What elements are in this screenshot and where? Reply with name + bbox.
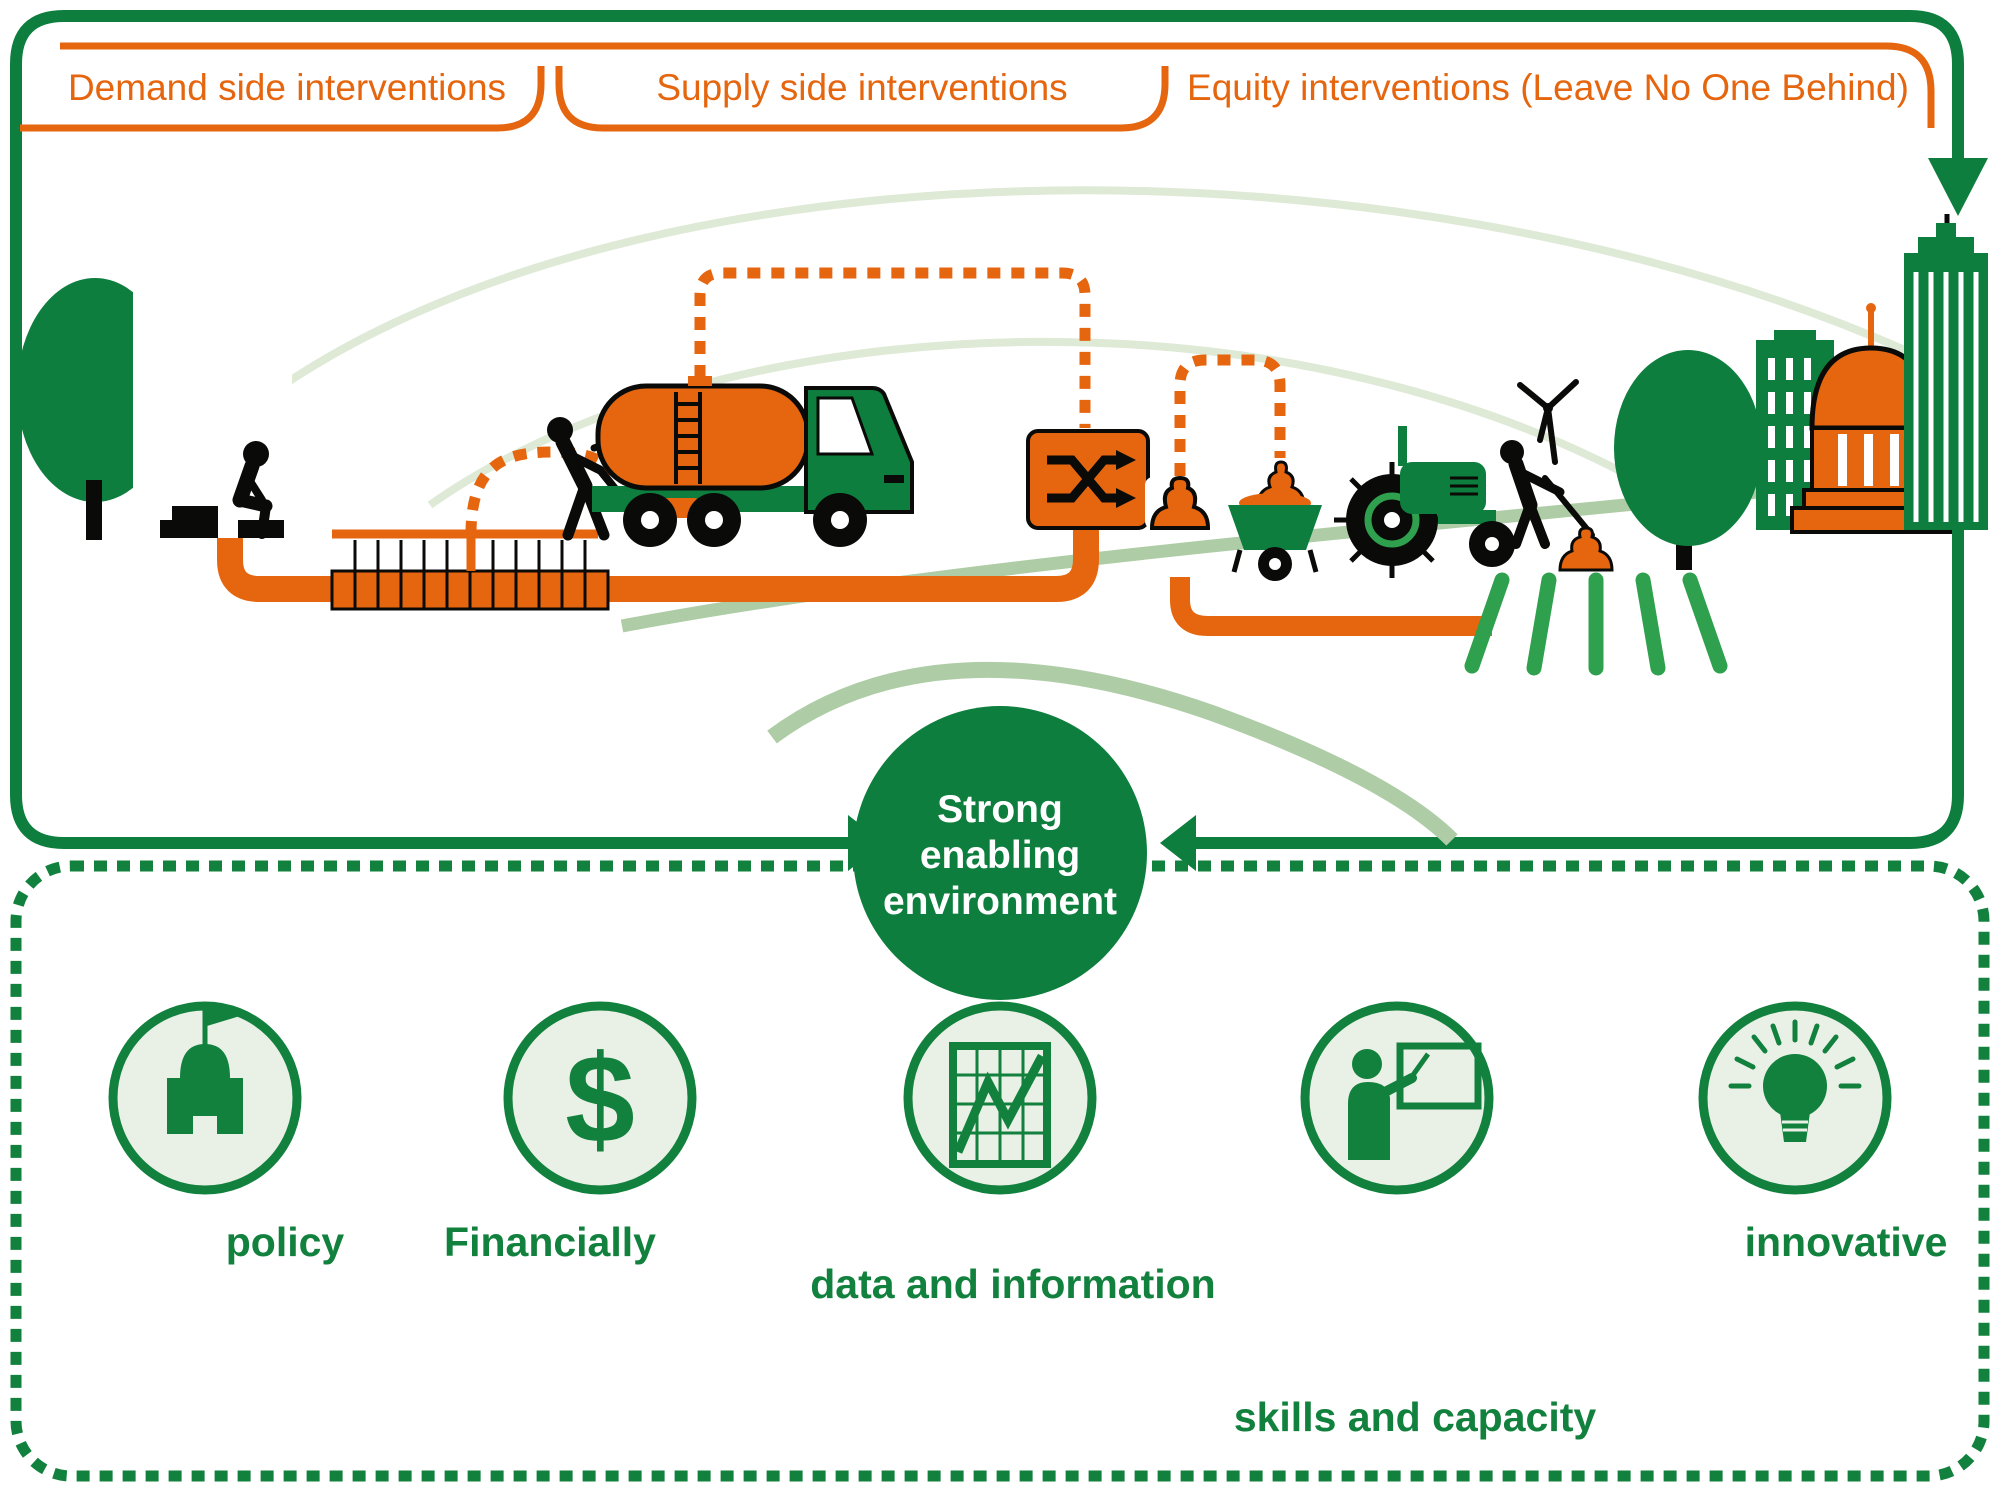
enabler-data [903, 1001, 1097, 1195]
teacher-icon [1348, 1042, 1482, 1160]
enabling-environment-circle: Strong enabling environment [853, 706, 1147, 1000]
arc-over-hub [767, 661, 1458, 846]
manure-pile [1558, 526, 1614, 572]
squatting-person-icon [232, 441, 284, 539]
arrow-into-city [1928, 158, 1988, 216]
wheelbarrow-tray [1228, 505, 1322, 550]
tab-frame-supply [555, 66, 1169, 132]
arrow-into-enabling-environment-right [1160, 815, 1196, 871]
windmill-icon [1517, 379, 1579, 465]
community-scene [17, 278, 644, 541]
chart-icon [949, 1042, 1051, 1168]
tree-trunk [86, 480, 102, 540]
tank-ladder [674, 392, 702, 484]
truck-wheels [623, 493, 867, 547]
tractor-rollbar [1398, 426, 1407, 466]
tab-frame-demand [20, 66, 545, 132]
tab-equity-label: Equity interventions (Leave No One Behin… [1187, 67, 1909, 108]
emptying-hoses [465, 267, 1286, 535]
enabler-skills [1300, 1001, 1494, 1195]
financially-label: Financially [444, 1219, 656, 1265]
hub-line-3: environment [883, 880, 1117, 923]
lightbulb-icon [1728, 1019, 1862, 1142]
sludge-pile [1149, 475, 1211, 530]
tab-supply-label: Supply side interventions [656, 67, 1067, 108]
skyscraper [1904, 214, 1988, 530]
enabler-innovative [1698, 1001, 1892, 1195]
crop-field [1464, 572, 1728, 676]
enabler-financially: $ [503, 1001, 697, 1195]
innovative-label: innovative [1745, 1219, 1948, 1265]
enabler-policy [108, 1001, 302, 1195]
tractor-body [1400, 462, 1486, 514]
arc-pipe-to-farm [427, 337, 1708, 524]
truck-windshield [816, 396, 875, 456]
city [1756, 214, 1988, 534]
farmer-icon [1500, 440, 1595, 549]
vacuum-truck [592, 376, 914, 547]
farmer-and-windmill [1500, 379, 1614, 572]
hub-line-2: enabling [920, 834, 1080, 877]
tree-right [1614, 350, 1762, 570]
treatment-switch [1026, 429, 1150, 530]
tractor-axle [1438, 510, 1496, 524]
reuse-pipe-to-farm [1170, 577, 1492, 636]
dollar-icon: $ [565, 1030, 635, 1169]
data-information-label: data and information [810, 1261, 1215, 1307]
tab-frame-top [60, 42, 1935, 128]
wheelbarrow [1228, 460, 1322, 581]
skills-capacity-label: skills and capacity [1234, 1394, 1597, 1440]
truck-to-treatment-hose [694, 267, 1091, 428]
pump-hose [465, 446, 618, 535]
truck-tank [595, 383, 811, 491]
sludge-drying-bed [1145, 475, 1213, 530]
tank-port [688, 376, 712, 386]
sanitation-pipes [217, 528, 1492, 636]
treatment-to-reuse-hose [1174, 354, 1286, 500]
truck-door-handle [884, 475, 904, 483]
arc-latrine-to-city [259, 186, 1907, 404]
hub-line-1: Strong [937, 788, 1063, 831]
sewer-main-pipe [217, 528, 1099, 602]
latrine-step-high [172, 506, 218, 522]
intervention-tabs: Demand side interventions Supply side in… [20, 42, 1935, 132]
latrine-step-low [160, 520, 218, 538]
tractor [1334, 426, 1515, 578]
shuffle-icon [1047, 455, 1118, 503]
government-building-icon [167, 1008, 243, 1134]
policy-label: policy [226, 1219, 345, 1265]
tab-demand-label: Demand side interventions [68, 67, 506, 108]
